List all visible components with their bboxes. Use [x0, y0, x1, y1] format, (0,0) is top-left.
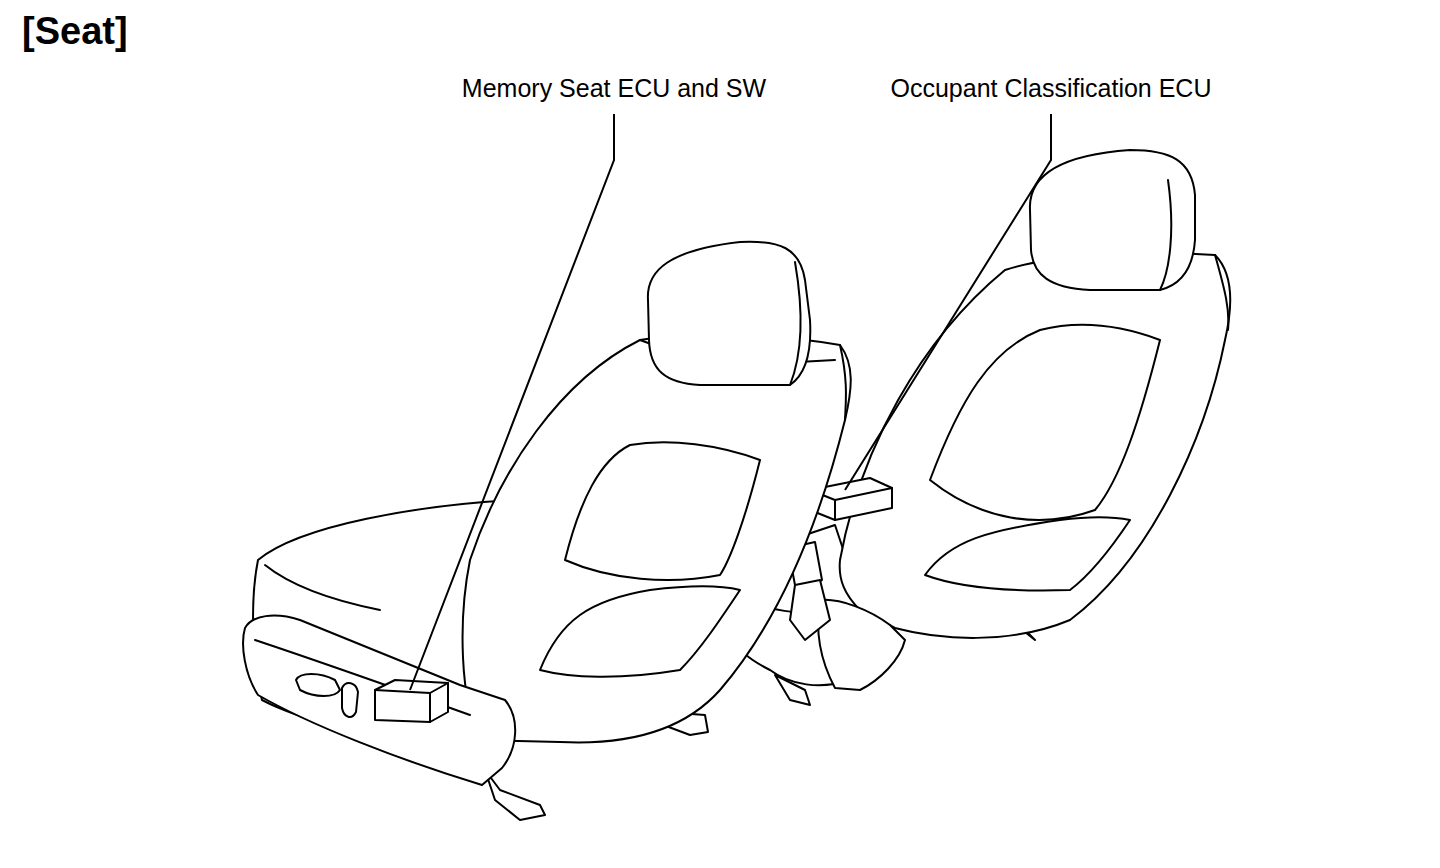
seat-base	[818, 600, 905, 690]
page-title: [Seat]	[22, 10, 128, 53]
seat-switch	[296, 674, 340, 696]
seat-back-panel	[565, 442, 760, 580]
headrest	[1030, 150, 1195, 290]
part-label: Memory Seat ECU and SW	[462, 74, 766, 103]
seat-back-panel	[540, 586, 740, 677]
driver-seat	[243, 242, 851, 820]
seat-rail	[485, 770, 545, 820]
seat-backrest	[463, 335, 851, 743]
seatbelt-buckle-base	[790, 580, 830, 640]
leader-line	[845, 114, 1051, 490]
part-label: Occupant Classification ECU	[891, 74, 1212, 103]
headrest-side	[1160, 180, 1171, 290]
seat-side-base	[243, 616, 515, 785]
seat-back-panel	[925, 517, 1130, 590]
headrest	[648, 242, 810, 385]
seat-back-panel	[930, 325, 1160, 520]
seat-switch	[342, 683, 358, 717]
seat-backrest	[840, 253, 1231, 638]
headrest-side	[790, 262, 800, 385]
leader-line	[410, 114, 614, 690]
seat-backrest-edge	[1215, 255, 1228, 330]
seat-cushion-line	[265, 565, 380, 610]
